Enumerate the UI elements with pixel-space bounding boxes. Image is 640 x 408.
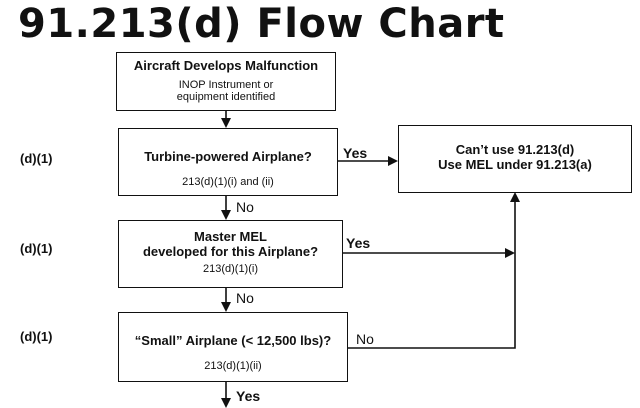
- turbine-question-text: Turbine-powered Airplane?: [144, 149, 312, 164]
- turbine-no-label: No: [236, 199, 254, 215]
- turbine-yes-label: Yes: [343, 145, 368, 161]
- start-box: Aircraft Develops Malfunction INOP Instr…: [116, 52, 336, 111]
- small-yes-label: Yes: [236, 388, 261, 404]
- small-airplane-question-text: “Small” Airplane (< 12,500 lbs)?: [134, 333, 332, 348]
- mmel-no-label: No: [236, 290, 254, 306]
- page-title: 91.213(d) Flow Chart: [18, 1, 505, 47]
- mmel-question-line2: developed for this Airplane?: [142, 244, 319, 259]
- mmel-question-box: Master MEL developed for this Airplane? …: [118, 220, 343, 288]
- start-box-sub2: equipment identified: [176, 91, 276, 103]
- mmel-question-line1: Master MEL: [194, 229, 267, 244]
- result-line2: Use MEL under 91.213(a): [438, 157, 592, 172]
- small-no-label: No: [356, 331, 374, 347]
- section-label-mmel: (d)(1): [20, 241, 53, 256]
- result-box: Can’t use 91.213(d) Use MEL under 91.213…: [398, 125, 632, 193]
- small-airplane-reference: 213(d)(1)(ii): [204, 360, 262, 372]
- section-label-small: (d)(1): [20, 329, 53, 344]
- small-airplane-question-box: “Small” Airplane (< 12,500 lbs)? 213(d)(…: [118, 312, 348, 382]
- mmel-yes-label: Yes: [346, 235, 371, 251]
- mmel-reference: 213(d)(1)(i): [202, 263, 258, 275]
- turbine-question-box: Turbine-powered Airplane? 213(d)(1)(i) a…: [118, 128, 338, 196]
- arrow-small-no: [348, 192, 520, 349]
- result-line1: Can’t use 91.213(d): [455, 142, 575, 157]
- turbine-reference: 213(d)(1)(i) and (ii): [182, 176, 274, 188]
- section-label-turbine: (d)(1): [20, 151, 53, 166]
- start-box-sub1: INOP Instrument or: [178, 79, 274, 91]
- start-box-title: Aircraft Develops Malfunction: [133, 58, 319, 73]
